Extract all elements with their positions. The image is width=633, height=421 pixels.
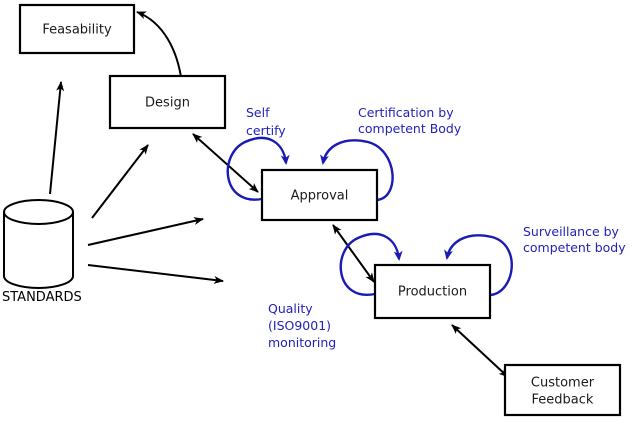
node-standards-label: STANDARDS (2, 290, 82, 305)
node-production[interactable]: Production (373, 263, 492, 320)
annotation-self-certify: Self certify (246, 105, 286, 138)
annotation-certification-line2: competent Body (358, 121, 462, 136)
annotation-quality-iso9001-monitoring: Quality (ISO9001) monitoring (268, 301, 336, 350)
edge-production-to-customer-feedback (451, 324, 509, 378)
node-feasability-label: Feasability (42, 23, 112, 38)
edge-standards-to-design (91, 144, 149, 219)
edge-standards-to-feasability (49, 81, 65, 195)
node-feasability[interactable]: Feasability (18, 3, 136, 55)
annotation-surveillance-line1: Surveillance by (523, 224, 620, 239)
node-standards-datastore[interactable]: STANDARDS (2, 199, 82, 305)
annotation-certification-by-competent-body: Certification by competent Body (358, 105, 462, 136)
loop-approval-self-certify (226, 136, 290, 201)
loop-production-surveillance (444, 234, 513, 297)
loop-approval-certification (320, 139, 394, 202)
annotation-quality-line3: monitoring (268, 335, 336, 350)
node-design[interactable]: Design (108, 74, 227, 130)
annotation-surveillance-by-competent-body: Surveillance by competent body (523, 224, 626, 255)
node-customer-feedback-label-line2: Feedback (532, 393, 594, 408)
node-customer-feedback-label-line1: Customer (531, 376, 595, 391)
annotation-certification-line1: Certification by (358, 105, 454, 120)
annotation-self-certify-line1: Self (246, 105, 270, 120)
edge-standards-to-approval (87, 217, 204, 246)
annotation-self-certify-line2: certify (246, 123, 286, 138)
edge-approval-to-production (332, 224, 375, 283)
loop-production-quality (339, 232, 403, 297)
annotation-surveillance-line2: competent body (523, 240, 626, 255)
edge-standards-to-production (87, 264, 224, 284)
annotation-quality-line1: Quality (268, 301, 313, 316)
node-design-label: Design (145, 96, 190, 111)
node-customer-feedback[interactable]: Customer Feedback (503, 363, 622, 417)
node-production-label: Production (398, 285, 467, 300)
edge-design-to-approval (192, 133, 259, 193)
node-approval[interactable]: Approval (260, 168, 379, 222)
edge-design-to-feasability (136, 11, 185, 85)
annotation-quality-line2: (ISO9001) (268, 318, 331, 333)
node-approval-label: Approval (291, 189, 349, 204)
